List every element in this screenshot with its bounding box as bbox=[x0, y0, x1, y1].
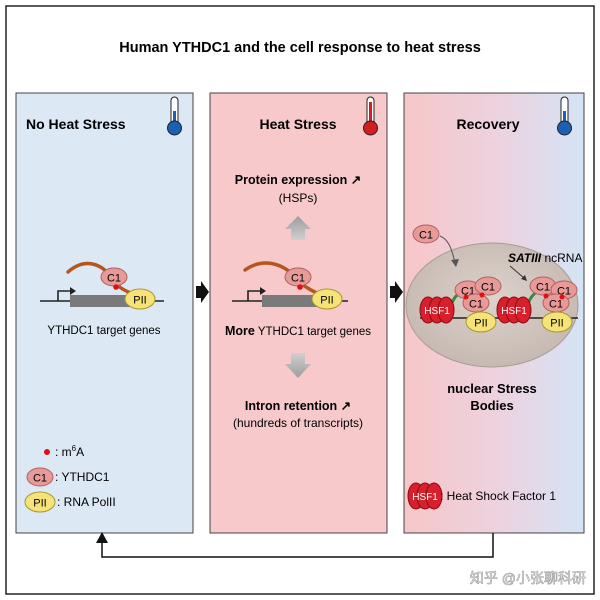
nsb-label-line2: Bodies bbox=[470, 398, 513, 413]
legend-rna-polii: : RNA PolII bbox=[57, 495, 116, 509]
more-target-genes-label: More YTHDC1 target genes bbox=[225, 324, 371, 338]
arrow-up-icon bbox=[96, 532, 108, 543]
arrow-right-icon bbox=[196, 281, 209, 303]
svg-text:C1: C1 bbox=[419, 230, 433, 242]
down-arrow-icon bbox=[285, 353, 311, 378]
svg-text:PII: PII bbox=[320, 295, 333, 307]
intron-retention-label: Intron retention ↗ bbox=[245, 399, 351, 413]
svg-text:HSF1: HSF1 bbox=[412, 492, 438, 503]
intron-detail-label: (hundreds of transcripts) bbox=[233, 416, 363, 430]
nuclear-stress-body-icon bbox=[405, 242, 579, 368]
svg-text:C1: C1 bbox=[536, 282, 550, 294]
m6a-mark-icon bbox=[113, 284, 119, 290]
svg-text:C1: C1 bbox=[549, 299, 563, 311]
panel-heat-stress-heading: Heat Stress bbox=[259, 116, 336, 132]
gene-schematic-heat-stress: C1 PII bbox=[232, 261, 348, 310]
thermometer-hot-icon bbox=[363, 96, 378, 136]
hsps-label: (HSPs) bbox=[279, 191, 318, 205]
return-arrow bbox=[101, 533, 494, 558]
m6a-legend-icon bbox=[44, 449, 50, 455]
legend-hsf1: : Heat Shock Factor 1 bbox=[440, 489, 556, 503]
panel-heat-stress: Heat Stress Protein expression ↗ (HSPs) … bbox=[209, 92, 388, 534]
legend-ythdc1: : YTHDC1 bbox=[55, 470, 110, 484]
panel-no-heat-stress-heading: No Heat Stress bbox=[26, 116, 126, 132]
svg-text:PII: PII bbox=[33, 498, 46, 510]
satiii-ncrna-label: SATIII ncRNA bbox=[508, 251, 582, 265]
figure-title: Human YTHDC1 and the cell response to he… bbox=[119, 40, 481, 56]
panel-no-heat-stress: No Heat Stress C1 PII YTHDC1 target gene… bbox=[15, 92, 194, 534]
gene-caption-no-stress: YTHDC1 target genes bbox=[47, 325, 160, 337]
nsb-label-line1: nuclear Stress bbox=[447, 381, 537, 396]
stress-body-complex-right: HSF1 C1 C1 C1 PII bbox=[496, 276, 578, 333]
legend-symbols: : m6A C1 : YTHDC1 PII : RNA PolII bbox=[24, 444, 116, 513]
svg-text:HSF1: HSF1 bbox=[501, 306, 527, 317]
m6a-mark-icon bbox=[297, 284, 303, 290]
svg-text:C1: C1 bbox=[33, 473, 47, 485]
stress-body-complex-left: HSF1 C1 C1 C1 PII bbox=[419, 276, 502, 333]
legend-m6a: : m6A bbox=[55, 444, 84, 459]
protein-expression-label: Protein expression ↗ bbox=[235, 173, 361, 187]
arrow-icon bbox=[451, 259, 459, 267]
watermark: 知乎 @小张聊科研 bbox=[470, 570, 586, 586]
thermometer-cold-icon bbox=[557, 96, 572, 136]
up-arrow-icon bbox=[285, 216, 311, 240]
svg-text:C1: C1 bbox=[481, 282, 495, 294]
c1-label: C1 bbox=[107, 273, 121, 285]
pii-label: PII bbox=[133, 295, 146, 307]
panel-recovery-heading: Recovery bbox=[456, 116, 519, 132]
svg-text:PII: PII bbox=[474, 318, 487, 330]
panel-recovery: Recovery C1 SATIII ncRNA HSF1 C1 C1 bbox=[403, 92, 585, 534]
thermometer-cold-icon bbox=[167, 96, 182, 136]
svg-text:PII: PII bbox=[550, 318, 563, 330]
gene-schematic-no-stress: C1 PII bbox=[40, 261, 164, 310]
svg-text:C1: C1 bbox=[291, 273, 305, 285]
arrow-right-icon bbox=[390, 281, 403, 303]
svg-text:C1: C1 bbox=[469, 299, 483, 311]
svg-text:HSF1: HSF1 bbox=[424, 306, 450, 317]
